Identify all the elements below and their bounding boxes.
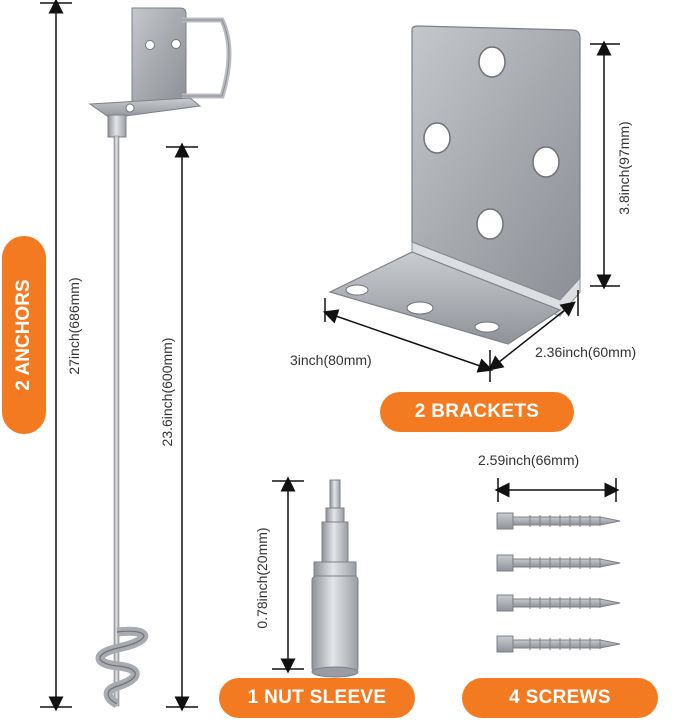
screws-label: 4 SCREWS <box>509 687 611 708</box>
bracket-depth-dimension: 2.36inch(60mm) <box>535 344 637 360</box>
bracket-depth-dimension-line <box>488 301 576 371</box>
nut-sleeve-label-badge: 1 NUT SLEEVE <box>219 678 415 718</box>
sleeve-length-dimension: 0.78inch(20mm) <box>254 527 270 629</box>
anchor-total-dimension: 27inch(686mm) <box>66 277 82 375</box>
screws-label-badge: 4 SCREWS <box>462 678 658 718</box>
nut-sleeve-illustration <box>311 479 359 678</box>
bracket-width-dimension: 3inch(80mm) <box>290 352 372 368</box>
anchors-label-badge: 2 ANCHORS <box>2 236 46 434</box>
anchor-shaft-dimension: 23.6inch(600mm) <box>159 337 175 447</box>
screw <box>496 554 621 572</box>
anchors-label: 2 ANCHORS <box>13 279 34 391</box>
screw <box>496 594 621 612</box>
bracket-width-dimension-line <box>322 309 494 373</box>
screws-illustration <box>496 512 621 653</box>
nut-sleeve-label: 1 NUT SLEEVE <box>247 687 387 708</box>
screw-length-dimension: 2.59inch(66mm) <box>478 452 580 468</box>
screw <box>496 512 621 530</box>
brackets-label-badge: 2 BRACKETS <box>380 392 574 432</box>
anchor-illustration <box>88 7 232 708</box>
bracket-illustration <box>328 25 581 345</box>
bracket-height-dimension: 3.8inch(97mm) <box>616 121 632 215</box>
screw <box>496 635 621 653</box>
brackets-label: 2 BRACKETS <box>414 401 540 422</box>
